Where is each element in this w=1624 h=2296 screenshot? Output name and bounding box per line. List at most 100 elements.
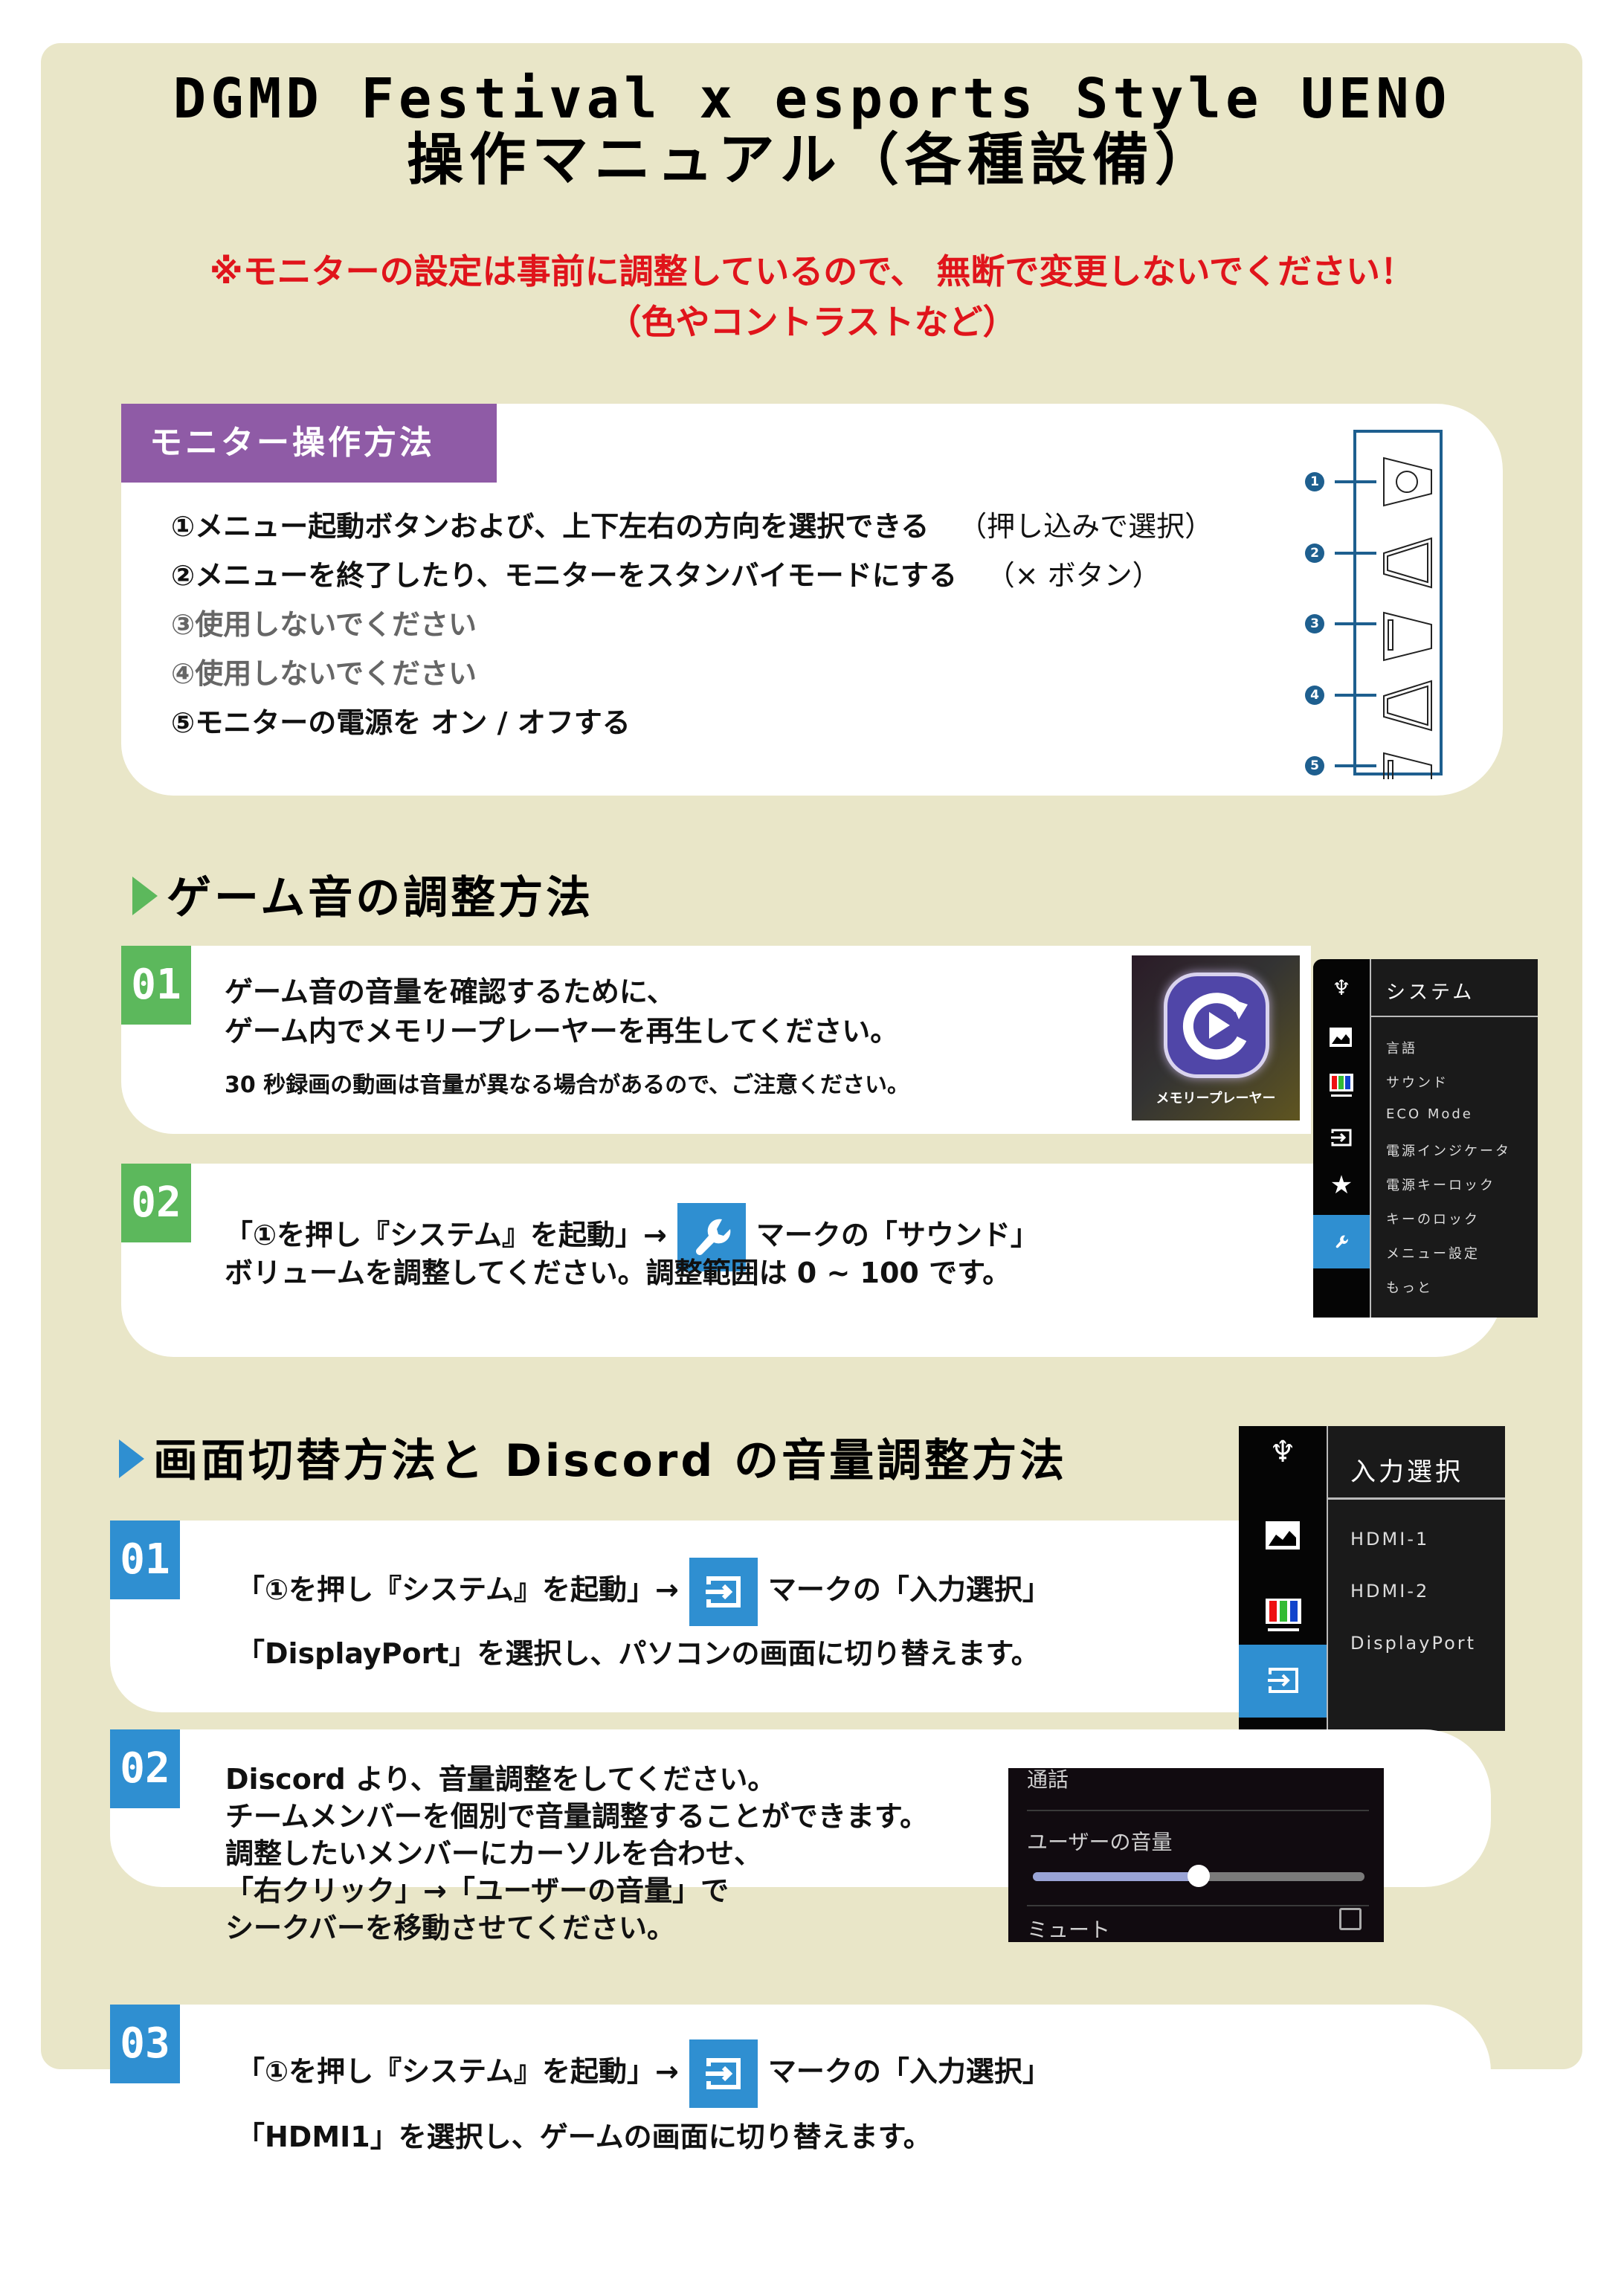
item-number: ① bbox=[171, 510, 196, 543]
diagram-label-3: 3 bbox=[1305, 614, 1324, 633]
input-icon bbox=[1330, 1127, 1353, 1148]
slider-handle[interactable] bbox=[1188, 1865, 1210, 1887]
osd-menu-item[interactable]: メニュー設定 bbox=[1386, 1246, 1480, 1262]
button-shape-2 bbox=[1383, 537, 1432, 589]
monitor-item-4: ④使用しないでください bbox=[171, 655, 477, 692]
button-1-circle bbox=[1396, 471, 1418, 493]
step-text: ゲーム内でメモリープレーヤーを再生してください。 bbox=[225, 1015, 899, 1048]
osd-menu-item[interactable]: 言語 bbox=[1386, 1041, 1417, 1057]
monitor-item-2: ②メニューを終了したり、モニターをスタンバイモードにする （× ボタン） bbox=[171, 557, 1161, 594]
osd-header: 入力選択 bbox=[1350, 1457, 1463, 1487]
osd-separator bbox=[1371, 1016, 1538, 1017]
button-shape-5 bbox=[1383, 752, 1432, 779]
leader-line bbox=[1335, 552, 1376, 555]
monitor-item-1: ①メニュー起動ボタンおよび、上下左右の方向を選択できる （押し込みで選択） bbox=[171, 508, 1213, 545]
item-note: （× ボタン） bbox=[986, 559, 1161, 592]
osd-menu-item[interactable]: DisplayPort bbox=[1350, 1633, 1477, 1654]
screen-section-title: 画面切替方法と Discord の音量調整方法 bbox=[119, 1431, 1067, 1491]
item-text: 使用しないでください bbox=[195, 608, 477, 641]
osd-menu-item[interactable]: 電源キーロック bbox=[1386, 1178, 1495, 1193]
button-shape-1 bbox=[1383, 457, 1432, 507]
input-icon bbox=[689, 1557, 758, 1626]
step-text: シークバーを移動させてください。 bbox=[225, 1912, 675, 1944]
diagram-label-2: 2 bbox=[1305, 544, 1324, 563]
item-number: ④ bbox=[171, 657, 196, 690]
diagram-buttons bbox=[1383, 457, 1432, 779]
game-step-2-card bbox=[121, 1164, 1503, 1357]
item-text: モニターの電源を オン / オフする bbox=[195, 706, 631, 739]
monitor-item-3: ③使用しないでください bbox=[171, 606, 477, 643]
wrench-icon bbox=[677, 1202, 746, 1271]
user-volume-slider[interactable] bbox=[1033, 1865, 1364, 1887]
button-shape-3 bbox=[1383, 611, 1432, 662]
osd-menu-item[interactable]: キーのロック bbox=[1386, 1212, 1480, 1228]
item-text: 使用しないでください bbox=[195, 657, 477, 690]
section-title-text: 画面切替方法と Discord の音量調整方法 bbox=[153, 1435, 1068, 1487]
monitor-section-badge: モニター操作方法 bbox=[121, 404, 497, 483]
color-bars-icon bbox=[1266, 1599, 1301, 1633]
discord-mute-label: ミュート bbox=[1027, 1918, 1111, 1942]
discord-volume-label: ユーザーの音量 bbox=[1027, 1830, 1173, 1854]
osd-menu-item[interactable]: ECO Mode bbox=[1386, 1106, 1473, 1122]
diagram-label-1: 1 bbox=[1305, 472, 1324, 491]
leader-line bbox=[1335, 480, 1376, 483]
tuf-logo-icon: ♆ bbox=[1269, 1435, 1296, 1469]
memory-player-label: メモリープレーヤー bbox=[1156, 1091, 1276, 1106]
manual-title: 操作マニュアル（各種設備） bbox=[407, 126, 1217, 193]
step-text: 「①を押し『システム』を起動」→ bbox=[236, 2055, 679, 2088]
image-icon bbox=[1330, 1028, 1352, 1047]
leader-line bbox=[1335, 622, 1376, 625]
game-sound-section-title: ゲーム音の調整方法 bbox=[132, 868, 593, 928]
step-badge: 01 bbox=[121, 946, 191, 1025]
leader-line bbox=[1335, 764, 1376, 767]
step-badge: 03 bbox=[110, 2005, 180, 2083]
warning-subtext: （色やコントラストなど） bbox=[607, 302, 1017, 342]
osd-menu-item[interactable]: もっと bbox=[1386, 1280, 1433, 1296]
step-line: 「①を押し『システム』を起動」→ マークの「サウンド」 bbox=[225, 1201, 1039, 1271]
section-title-text: ゲーム音の調整方法 bbox=[167, 872, 594, 924]
step-line: 「①を押し『システム』を起動」→ マークの「入力選択」 bbox=[236, 2037, 1051, 2108]
memory-player-tile: メモリープレーヤー bbox=[1132, 955, 1300, 1120]
osd-menu-item[interactable]: HDMI-2 bbox=[1350, 1581, 1430, 1602]
item-number: ⑤ bbox=[171, 706, 196, 739]
discord-volume-panel: 通話 ユーザーの音量 ミュート bbox=[1008, 1767, 1384, 1942]
step-text: 調整したいメンバーにカーソルを合わせ、 bbox=[225, 1837, 763, 1870]
osd-separator bbox=[1328, 1497, 1505, 1500]
button-shape-4 bbox=[1383, 680, 1432, 732]
image-icon bbox=[1266, 1521, 1300, 1550]
diagram-frame bbox=[1353, 430, 1443, 775]
monitor-buttons-diagram: 1 2 3 4 5 bbox=[1298, 430, 1446, 779]
step-text: ゲーム音の音量を確認するために、 bbox=[225, 976, 675, 1008]
mute-checkbox[interactable] bbox=[1339, 1908, 1362, 1930]
diagram-label-4: 4 bbox=[1305, 686, 1324, 705]
triangle-bullet-icon bbox=[119, 1439, 144, 1479]
osd-menu-item[interactable]: HDMI-1 bbox=[1350, 1529, 1430, 1550]
osd-menu-item[interactable]: 電源インジケータ bbox=[1386, 1144, 1511, 1159]
osd-input-menu: ♆ 入力選択 HDMI-1 HDMI-2 DisplayPort bbox=[1239, 1426, 1505, 1731]
step-badge: 02 bbox=[110, 1729, 180, 1808]
step-text: 「HDMI1」を選択し、ゲームの画面に切り替えます。 bbox=[236, 2121, 932, 2153]
discord-call-label: 通話 bbox=[1027, 1767, 1069, 1792]
monitor-item-5: ⑤モニターの電源を オン / オフする bbox=[171, 704, 631, 741]
leader-line bbox=[1335, 694, 1376, 697]
game-step-1-card bbox=[121, 946, 1311, 1134]
screen-step-3-card bbox=[110, 2005, 1491, 2195]
diagram-label-5: 5 bbox=[1305, 756, 1324, 775]
osd-header: システム bbox=[1386, 981, 1475, 1004]
step-text: 「右クリック」→「ユーザーの音量」で bbox=[225, 1874, 729, 1907]
step-line: 「①を押し『システム』を起動」→ マークの「入力選択」 bbox=[236, 1555, 1051, 1626]
screen-step-1-card bbox=[110, 1521, 1240, 1712]
item-note: （押し込みで選択） bbox=[958, 510, 1214, 543]
item-text: メニューを終了したり、モニターをスタンバイモードにする bbox=[195, 559, 958, 592]
step-text: Discord より、音量調整をしてください。 bbox=[225, 1763, 776, 1796]
triangle-bullet-icon bbox=[132, 877, 158, 916]
color-bars-icon bbox=[1330, 1074, 1353, 1099]
osd-menu-item[interactable]: サウンド bbox=[1386, 1075, 1449, 1091]
item-number: ③ bbox=[171, 608, 196, 641]
warning-text: ※モニターの設定は事前に調整しているので、 無断で変更しないでください！ bbox=[209, 251, 1415, 291]
step-note: 30 秒録画の動画は音量が異なる場合があるので、ご注意ください。 bbox=[225, 1072, 909, 1098]
step-text: マークの「入力選択」 bbox=[767, 1573, 1051, 1606]
star-icon: ★ bbox=[1330, 1170, 1353, 1200]
input-icon bbox=[689, 2039, 758, 2108]
slider-fill bbox=[1033, 1872, 1199, 1881]
